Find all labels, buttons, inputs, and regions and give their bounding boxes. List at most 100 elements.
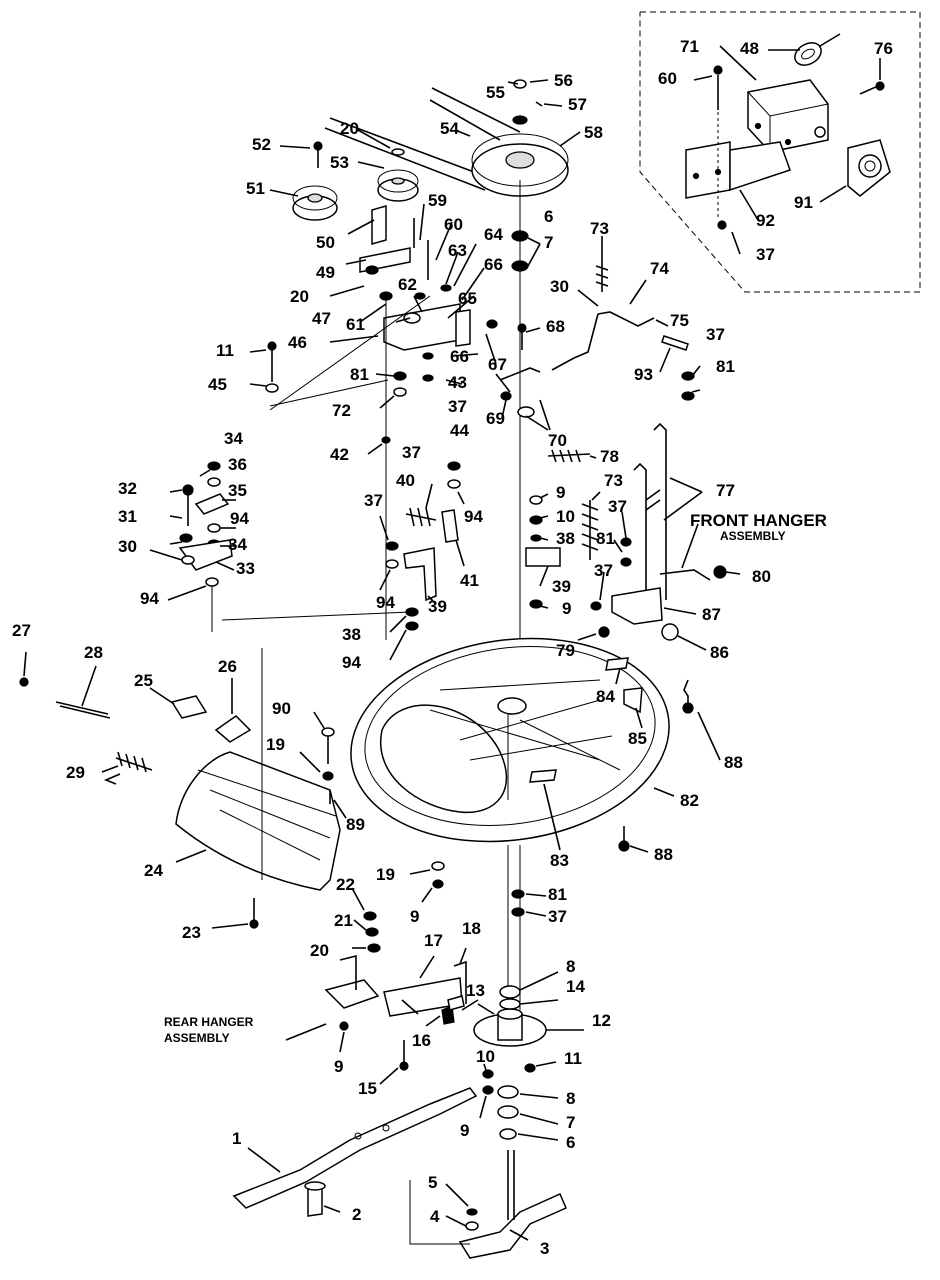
label-3: 3 [540,1239,549,1258]
label-9-c3: 9 [410,907,419,926]
label-20-mid: 20 [290,287,309,306]
label-47: 47 [312,309,331,328]
label-93: 93 [634,365,653,384]
label-49: 49 [316,263,335,282]
label-67: 67 [488,355,507,374]
label-20-low: 20 [310,941,329,960]
label-31: 31 [118,507,137,526]
label-73-top: 73 [590,219,609,238]
label-60: 60 [444,215,463,234]
deck-shell [350,637,694,1010]
label-10-c1: 10 [556,507,575,526]
label-90: 90 [272,699,291,718]
label-5: 5 [428,1173,437,1192]
label-69: 69 [486,409,505,428]
label-11-b: 11 [564,1049,582,1068]
label-80: 80 [752,567,771,586]
center-shaft-parts [499,180,689,680]
label-78: 78 [600,447,619,466]
label-8-a: 8 [566,957,575,976]
label-86: 86 [710,643,729,662]
label-74: 74 [650,259,669,278]
label-55: 55 [486,83,505,102]
label-26: 26 [218,657,237,676]
label-37-r1: 37 [706,325,725,344]
label-10-b: 10 [476,1047,495,1066]
label-34-top: 34 [224,429,243,448]
label-9-c5: 9 [460,1121,469,1140]
label-94-d: 94 [140,589,159,608]
label-82: 82 [680,791,699,810]
label-13: 13 [466,981,485,1000]
label-6-top: 6 [544,207,553,226]
label-94-c: 94 [376,593,395,612]
label-79: 79 [556,641,575,660]
label-51: 51 [246,179,265,198]
label-42: 42 [330,445,349,464]
label-72: 72 [332,401,351,420]
label-22: 22 [336,875,355,894]
label-2: 2 [352,1205,361,1224]
idler-bracket-assembly [265,205,498,640]
label-20: 20 [340,119,359,138]
label-52: 52 [252,135,271,154]
label-37-r3: 37 [594,561,613,580]
label-57: 57 [568,95,587,114]
label-37-r2: 37 [608,497,627,516]
label-9-c4: 9 [334,1057,343,1076]
label-rear-hanger-1: REAR HANGER [164,1015,254,1029]
label-9-c2: 9 [562,599,571,618]
label-16: 16 [412,1031,431,1050]
label-85: 85 [628,729,647,748]
label-94-a: 94 [464,507,483,526]
label-46: 46 [288,333,307,352]
label-54: 54 [440,119,459,138]
label-12: 12 [592,1011,611,1030]
label-39-a: 39 [428,597,447,616]
label-1: 1 [232,1129,241,1148]
label-37-inset: 37 [756,245,775,264]
label-32: 32 [118,479,137,498]
label-89: 89 [346,815,365,834]
label-front-hanger-1: FRONT HANGER [690,511,827,530]
label-48: 48 [740,39,759,58]
discharge-chute-assembly [19,611,411,929]
label-77: 77 [716,481,735,500]
label-rear-hanger-2: ASSEMBLY [164,1031,230,1045]
label-59: 59 [428,191,447,210]
label-front-hanger-2: ASSEMBLY [720,529,786,543]
label-25: 25 [134,671,153,690]
label-36: 36 [228,455,247,474]
label-18: 18 [462,919,481,938]
label-70: 70 [548,431,567,450]
label-4: 4 [430,1207,440,1226]
label-8-b: 8 [566,1089,575,1108]
label-7-top: 7 [544,233,553,252]
label-60-inset: 60 [658,69,677,88]
label-30-left: 30 [118,537,137,556]
label-65: 65 [458,289,477,308]
label-92: 92 [756,211,775,230]
label-39-b: 39 [552,577,571,596]
label-88-b: 88 [654,845,673,864]
label-66-mid: 66 [450,347,469,366]
leader-lines [23,45,881,1241]
inset-detail-box [639,11,921,293]
label-43: 43 [448,373,467,392]
label-61: 61 [346,315,365,334]
label-44: 44 [450,421,469,440]
label-21: 21 [334,911,353,930]
front-hanger-assembly [590,371,727,641]
label-17: 17 [424,931,443,950]
label-81-top: 81 [350,365,369,384]
label-28: 28 [84,643,103,662]
label-63: 63 [448,241,467,260]
label-81-r2: 81 [596,529,615,548]
label-76: 76 [874,39,893,58]
label-75: 75 [670,311,689,330]
label-84: 84 [596,687,615,706]
label-38-a: 38 [556,529,575,548]
label-33: 33 [236,559,255,578]
label-41: 41 [460,571,479,590]
label-58: 58 [584,123,603,142]
